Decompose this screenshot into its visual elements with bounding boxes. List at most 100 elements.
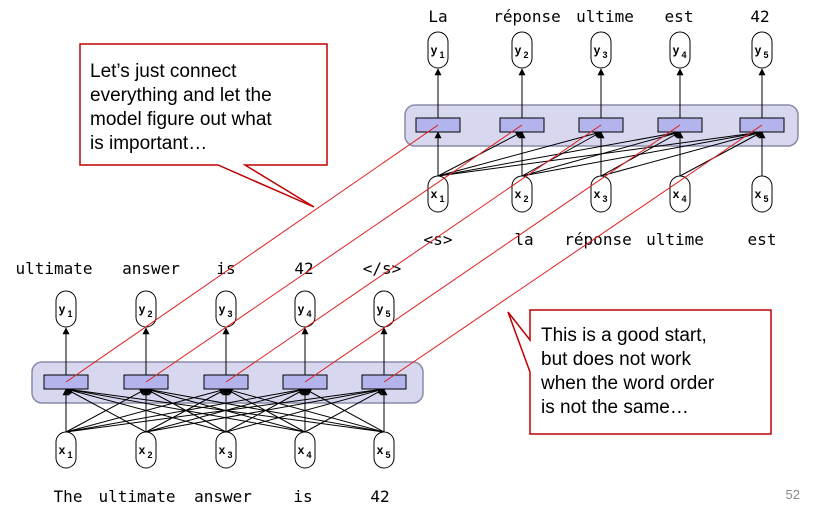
bottom-input-words: The ultimate answer is 42 <box>54 487 390 506</box>
bottom-output-node-label: y <box>219 302 226 316</box>
top-input-node-subscript: 2 <box>523 194 528 204</box>
top-input-arrow <box>600 130 763 177</box>
top-input-node-label: x <box>515 187 522 201</box>
bottom-input-node-shape <box>135 431 157 469</box>
callout-bottom-bubble <box>507 309 772 435</box>
top-output-node-label: y <box>431 43 438 57</box>
top-connection-arrows <box>434 68 766 177</box>
bottom-output-words: ultimate answer is 42 </s> <box>15 259 401 278</box>
encoder-decoder-link <box>225 124 602 383</box>
bottom-output-node-label: y <box>139 302 146 316</box>
top-output-node-label: y <box>515 43 522 57</box>
top-output-word: ultime <box>576 7 634 26</box>
callout-bottom-line: is not the same… <box>541 397 689 418</box>
encoder-decoder-links <box>65 124 763 383</box>
bottom-input-node-label: x <box>377 443 384 457</box>
bottom-input-node-shape <box>215 431 237 469</box>
bottom-input-node-label: x <box>139 443 146 457</box>
top-output-node-label: y <box>673 43 680 57</box>
bottom-input-word: 42 <box>370 487 389 506</box>
bottom-input-node-subscript: 5 <box>385 450 390 460</box>
bottom-input-node-subscript: 3 <box>227 450 232 460</box>
top-input-words: <s> la réponse ultime est <box>424 230 777 249</box>
top-input-word: ultime <box>646 230 704 249</box>
top-output-words: La réponse ultime est 42 <box>428 7 769 26</box>
encoder-decoder-link <box>145 124 523 383</box>
bottom-input-node-label: x <box>298 443 305 457</box>
bottom-output-word: ultimate <box>15 259 92 278</box>
top-output-node-subscript: 2 <box>523 50 528 60</box>
top-input-word: la <box>514 230 533 249</box>
top-output-node-subscript: 1 <box>439 50 444 60</box>
top-input-word: réponse <box>564 230 631 249</box>
bottom-connection-arrows <box>62 327 388 433</box>
bottom-input-word: ultimate <box>98 487 175 506</box>
top-output-node-shape <box>590 31 612 69</box>
bottom-input-arrow <box>225 387 385 433</box>
bottom-input-arrow <box>65 386 385 433</box>
top-input-node-subscript: 4 <box>681 194 686 204</box>
top-input-node-subscript: 5 <box>763 194 768 204</box>
top-output-word: réponse <box>493 7 560 26</box>
top-input-node-shape <box>427 175 449 213</box>
top-input-arrow <box>600 131 681 177</box>
bottom-output-node-shape <box>373 290 395 328</box>
top-output-node-label: y <box>755 43 762 57</box>
top-input-node-shape <box>590 175 612 213</box>
bottom-input-node-label: x <box>219 443 226 457</box>
bottom-output-node-subscript: 3 <box>227 309 232 319</box>
top-output-word: La <box>428 7 447 26</box>
callout-bottom-line: This is a good start, <box>541 325 707 346</box>
bottom-output-word: </s> <box>363 259 402 278</box>
bottom-output-node-subscript: 5 <box>385 309 390 319</box>
callout-good-start: This is a good start, but does not work … <box>507 309 772 435</box>
bottom-output-word: answer <box>122 259 180 278</box>
top-output-node-subscript: 5 <box>763 50 768 60</box>
bottom-input-word: is <box>293 487 312 506</box>
bottom-output-node-subscript: 2 <box>147 309 152 319</box>
bottom-input-arrow <box>145 386 385 433</box>
top-input-arrow <box>521 131 602 177</box>
top-output-node-subscript: 4 <box>681 50 686 60</box>
bottom-input-arrow <box>65 386 306 433</box>
top-output-node-subscript: 3 <box>602 50 607 60</box>
top-output-node-shape <box>511 31 533 69</box>
bottom-input-word: The <box>54 487 83 506</box>
top-output-node-shape <box>427 31 449 69</box>
encoder-decoder-link <box>304 124 681 383</box>
bottom-output-word: 42 <box>294 259 313 278</box>
bottom-input-arrow <box>65 388 147 433</box>
top-input-arrow <box>437 130 602 177</box>
top-input-node-shape <box>669 175 691 213</box>
bottom-input-word: answer <box>194 487 252 506</box>
bottom-input-node-shape <box>373 431 395 469</box>
bottom-output-node-shape <box>55 290 77 328</box>
top-output-word: est <box>665 7 694 26</box>
callout-bottom-line: but does not work <box>541 349 691 370</box>
top-input-node-subscript: 1 <box>439 194 444 204</box>
callout-top-bubble <box>79 43 328 208</box>
top-input-node-shape <box>511 175 533 213</box>
top-output-node-shape <box>669 31 691 69</box>
top-input-node-shape <box>751 175 773 213</box>
